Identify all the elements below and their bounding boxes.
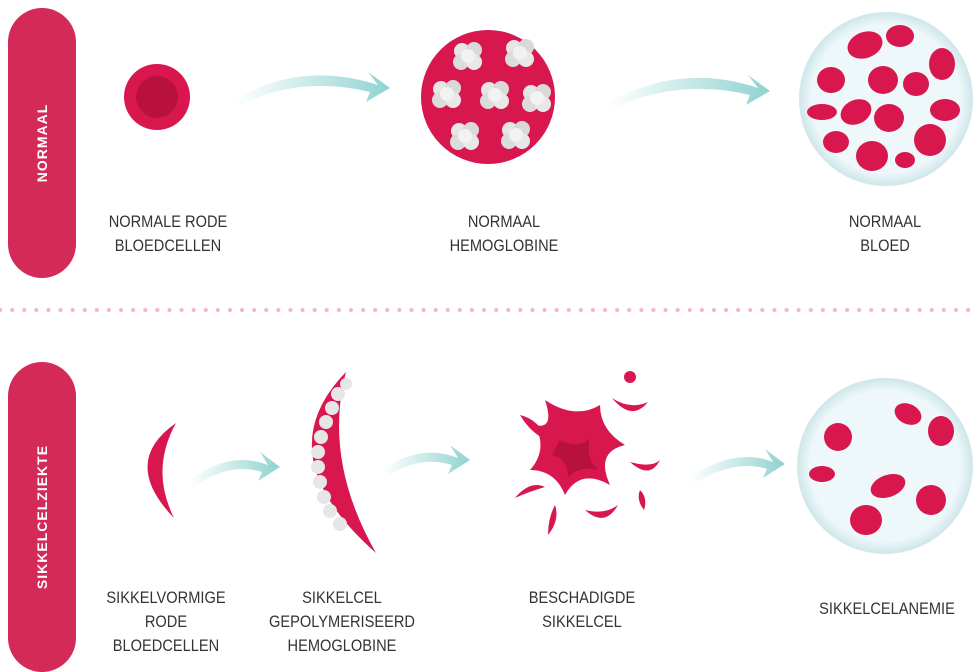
label-sickle-rbc: SIKKELVORMIGE RODE BLOEDCELLEN xyxy=(106,586,225,658)
arrow-sickle-1 xyxy=(190,452,280,486)
sickle-polymerized-cell xyxy=(311,372,376,553)
label-sickle-anemia: SIKKELCELANEMIE xyxy=(819,597,955,621)
label-damaged-sickle: BESCHADIGDE SIKKELCEL xyxy=(529,586,635,634)
damaged-sickle-cell xyxy=(515,371,660,535)
normal-hemoglobin-cell xyxy=(421,30,555,164)
sickle-red-blood-cell xyxy=(147,423,176,518)
label-normal-blood: NORMAAL BLOED xyxy=(849,210,921,258)
arrow-sickle-3 xyxy=(690,449,785,483)
label-normal-hemoglobin: NORMAAL HEMOGLOBINE xyxy=(450,210,559,258)
arrow-normal-1 xyxy=(235,72,390,105)
label-sickle-polymerized: SIKKELCEL GEPOLYMERISEERD HEMOGLOBINE xyxy=(269,586,415,658)
normal-red-blood-cell xyxy=(124,64,190,130)
sickle-anemia-dish xyxy=(797,378,973,554)
label-normal-rbc: NORMALE RODE BLOEDCELLEN xyxy=(109,210,228,258)
normal-blood-dish xyxy=(799,12,973,186)
arrow-normal-2 xyxy=(608,75,770,108)
arrow-sickle-2 xyxy=(383,445,470,476)
